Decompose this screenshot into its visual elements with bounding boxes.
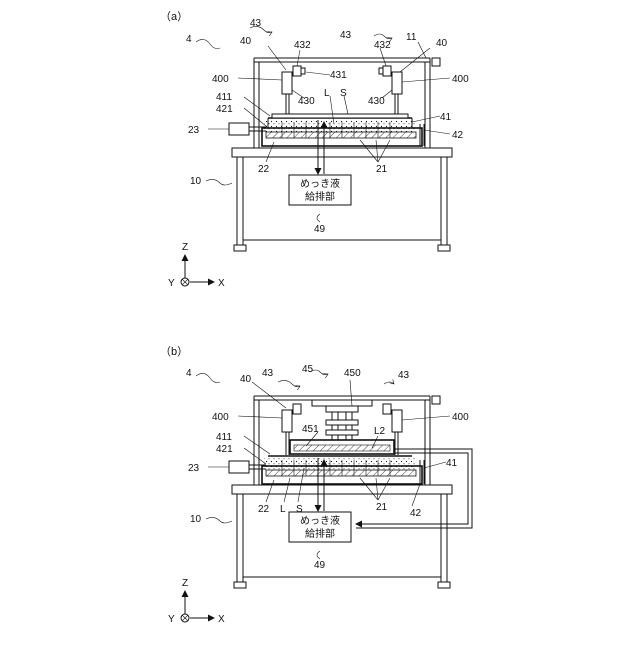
ref-400-left-a: 400 [212,74,229,85]
axes-b: Z Y X [168,578,225,625]
axis-y-a: Y [168,278,175,289]
plating-tank-a [262,120,424,146]
plating-tank-b [262,456,424,484]
ref-41-a: 41 [440,112,452,123]
ref-40-right-a: 40 [436,38,448,49]
ref-L2-b: L2 [374,426,386,437]
ref-411-b: 411 [216,432,232,443]
press-mechanism-b [312,400,372,440]
ref-432-left-a: 432 [294,40,311,51]
lid-451-b [290,440,394,454]
ref-451-b: 451 [302,424,319,435]
ref-11-a: 11 [406,32,417,43]
axis-x-b: X [218,614,225,625]
ref-431-a: 431 [330,70,347,81]
ref-10-a: 10 [190,176,202,187]
ref-450-b: 450 [344,368,361,379]
ref-21-b: 21 [376,502,388,513]
ref-10-b: 10 [190,514,202,525]
ref-400-right-b: 400 [452,412,469,423]
ref-23-a: 23 [188,125,200,136]
ref-22-b: 22 [258,504,270,515]
ref-430-left-a: 430 [298,96,315,107]
supply-box-b-line1: めっき液 [300,514,340,527]
ref-400-left-b: 400 [212,412,229,423]
panel-b: （b） [160,345,472,625]
axis-z-b: Z [182,578,188,589]
supply-box-b-line2: 給排部 [305,527,335,540]
ref-421-b: 421 [216,444,233,455]
lift-unit-left-a [282,66,305,118]
panel-a: （a） [160,10,469,289]
ref-43-right-b: 43 [398,370,410,381]
ref-421-a: 421 [216,104,233,115]
ref-430-right-a: 430 [368,96,385,107]
ref-L-b: L [280,504,286,515]
ref-22-a: 22 [258,164,270,175]
ref-432-right-a: 432 [374,40,391,51]
ref-21-a: 21 [376,164,388,175]
ref-S-a: S [340,88,347,99]
axis-z-a: Z [182,242,188,253]
ref-40-b: 40 [240,374,252,385]
supply-box-a-line1: めっき液 [300,177,340,190]
ref-40-left-a: 40 [240,36,252,47]
axis-y-b: Y [168,614,175,625]
panel-a-label: （a） [160,10,188,23]
ref-S-b: S [296,504,303,515]
ref-42-b: 42 [410,508,422,519]
lift-unit-right-a [379,66,402,118]
ref-43-right-a: 43 [340,30,352,41]
ref-41-b: 41 [446,458,458,469]
ref-4-b: 4 [186,368,192,379]
ref-400-right-a: 400 [452,74,469,85]
ref-42-a: 42 [452,130,464,141]
port-23-a [229,123,266,135]
ref-43-left-a: 43 [250,18,262,29]
port-23-b [229,461,266,473]
ref-23-b: 23 [188,463,200,474]
axis-x-a: X [218,278,225,289]
axes-a: Z Y X [168,242,225,289]
ref-43-left-b: 43 [262,368,274,379]
ref-49-a: 49 [314,224,326,235]
ref-411-a: 411 [216,92,232,103]
ref-L-a: L [324,88,330,99]
ref-45-b: 45 [302,364,314,375]
ref-4-a: 4 [186,34,192,45]
ref-49-b: 49 [314,560,326,571]
supply-box-a-line2: 給排部 [305,190,335,203]
panel-b-label: （b） [160,345,188,358]
